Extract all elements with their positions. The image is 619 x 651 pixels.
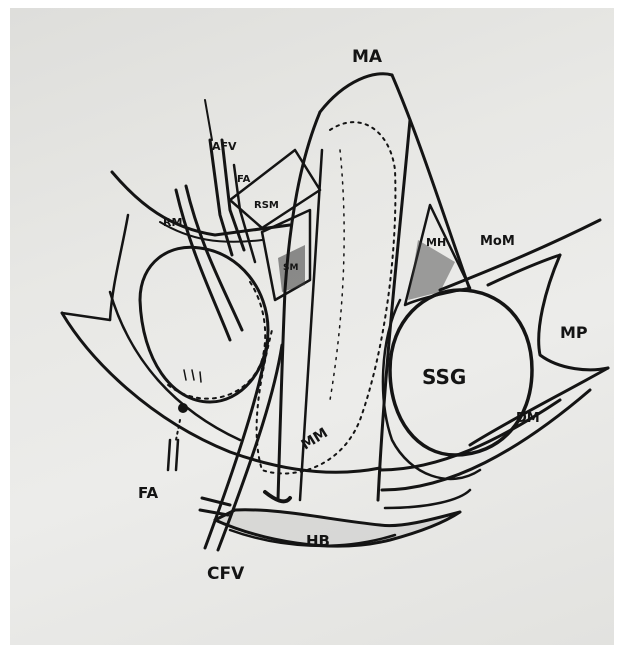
label-rsm: RSM xyxy=(254,200,279,211)
mm-dotted-inner xyxy=(330,150,344,400)
label-cfv: CFV xyxy=(207,564,245,584)
label-ma: MA xyxy=(352,47,383,67)
bottom-spur-left-2 xyxy=(200,510,228,515)
label-mh: MH xyxy=(426,236,446,249)
left-flap-line xyxy=(62,313,110,320)
label-mp: MP xyxy=(560,323,588,342)
fa-lower-line-1 xyxy=(168,440,170,470)
mom-curve xyxy=(440,220,600,290)
label-rm: RM xyxy=(163,216,182,229)
label-ssg: SSG xyxy=(422,365,466,389)
rm-vessel-left xyxy=(176,190,230,340)
dm-curve-2 xyxy=(382,390,590,490)
rm-vessel-right xyxy=(186,186,242,330)
label-fa-top: FA xyxy=(237,174,251,185)
tick-marks-left xyxy=(184,370,201,382)
ma-outer-top xyxy=(320,74,392,112)
mp-loop xyxy=(539,255,608,370)
label-dm: DM xyxy=(516,411,540,426)
outer-left-curve xyxy=(62,313,380,472)
left-upper-wall xyxy=(110,215,128,320)
rsm-box xyxy=(230,150,320,228)
label-hb: HB xyxy=(306,532,330,550)
dm-curve-3 xyxy=(385,490,470,508)
label-fa-bottom: FA xyxy=(138,484,159,502)
left-oval-gland xyxy=(140,247,268,402)
label-sm: SM xyxy=(283,263,298,273)
label-mom: MoM xyxy=(480,234,515,249)
fa-dotted-short xyxy=(176,420,180,440)
left-node-dot xyxy=(178,403,188,413)
label-afv: AFV xyxy=(212,140,237,153)
hb-bone xyxy=(215,510,460,546)
afv-top-stub xyxy=(205,100,212,140)
mp-lower xyxy=(470,368,608,445)
fa-lower-line-2 xyxy=(176,440,178,470)
bottom-spur-left xyxy=(202,498,230,505)
